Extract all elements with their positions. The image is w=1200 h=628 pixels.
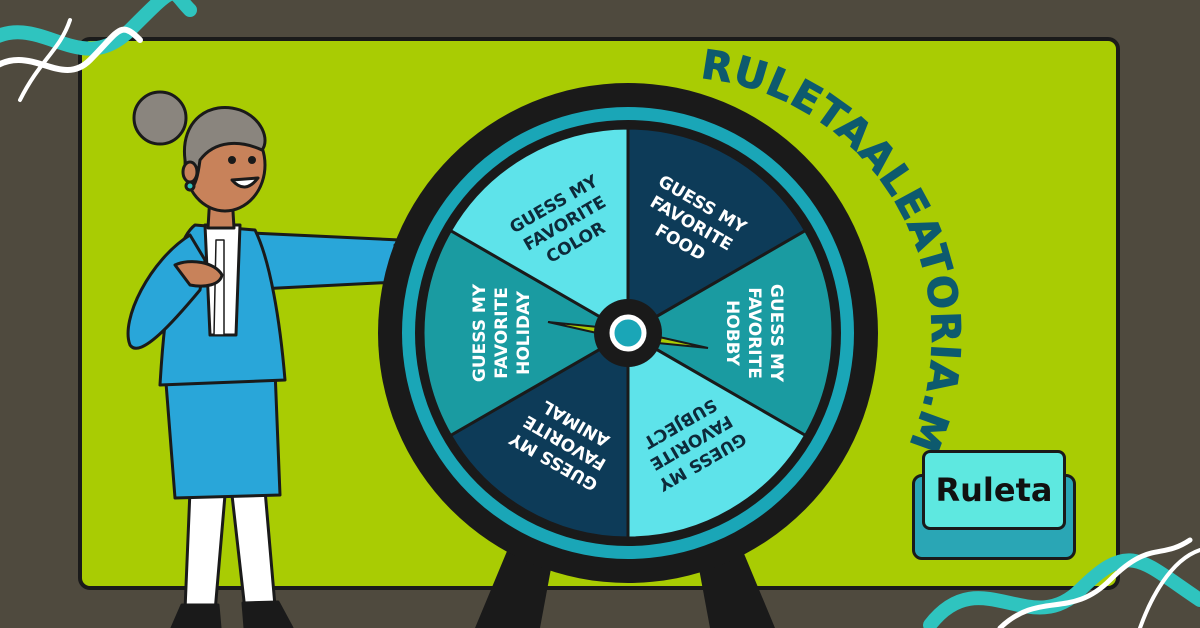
wheel-segment-label-line: HOBBY (722, 300, 742, 367)
wheel-segment-label-line: FAVORITE (492, 287, 512, 379)
wheel-hub-center (609, 314, 647, 352)
wheel-segment[interactable] (626, 126, 808, 336)
wheel-segment[interactable] (626, 330, 808, 540)
ruleta-button-face[interactable]: Ruleta (922, 450, 1066, 530)
wheel-segment[interactable] (448, 126, 630, 336)
wheel-segment[interactable] (421, 228, 631, 438)
ruleta-button[interactable]: Ruleta (912, 450, 1076, 560)
wheel-segment-label-line: HOLIDAY (514, 290, 534, 374)
squiggle-top-left-decoration (0, 0, 197, 102)
ruleta-button-label: Ruleta (935, 471, 1053, 509)
wheel-segment-label-line: FAVORITE (744, 287, 764, 379)
squiggle-bottom-right-decoration (923, 537, 1200, 628)
wheel-segment-label: GUESS MYFAVORITEHOBBY (722, 284, 786, 383)
wheel-segment[interactable] (625, 228, 835, 438)
wheel-segment-label-line: GUESS MY (766, 284, 786, 383)
presenter-illustration (126, 90, 420, 628)
wheel-segment-label-line: GUESS MY (470, 283, 490, 382)
wheel-segment[interactable] (448, 330, 630, 540)
